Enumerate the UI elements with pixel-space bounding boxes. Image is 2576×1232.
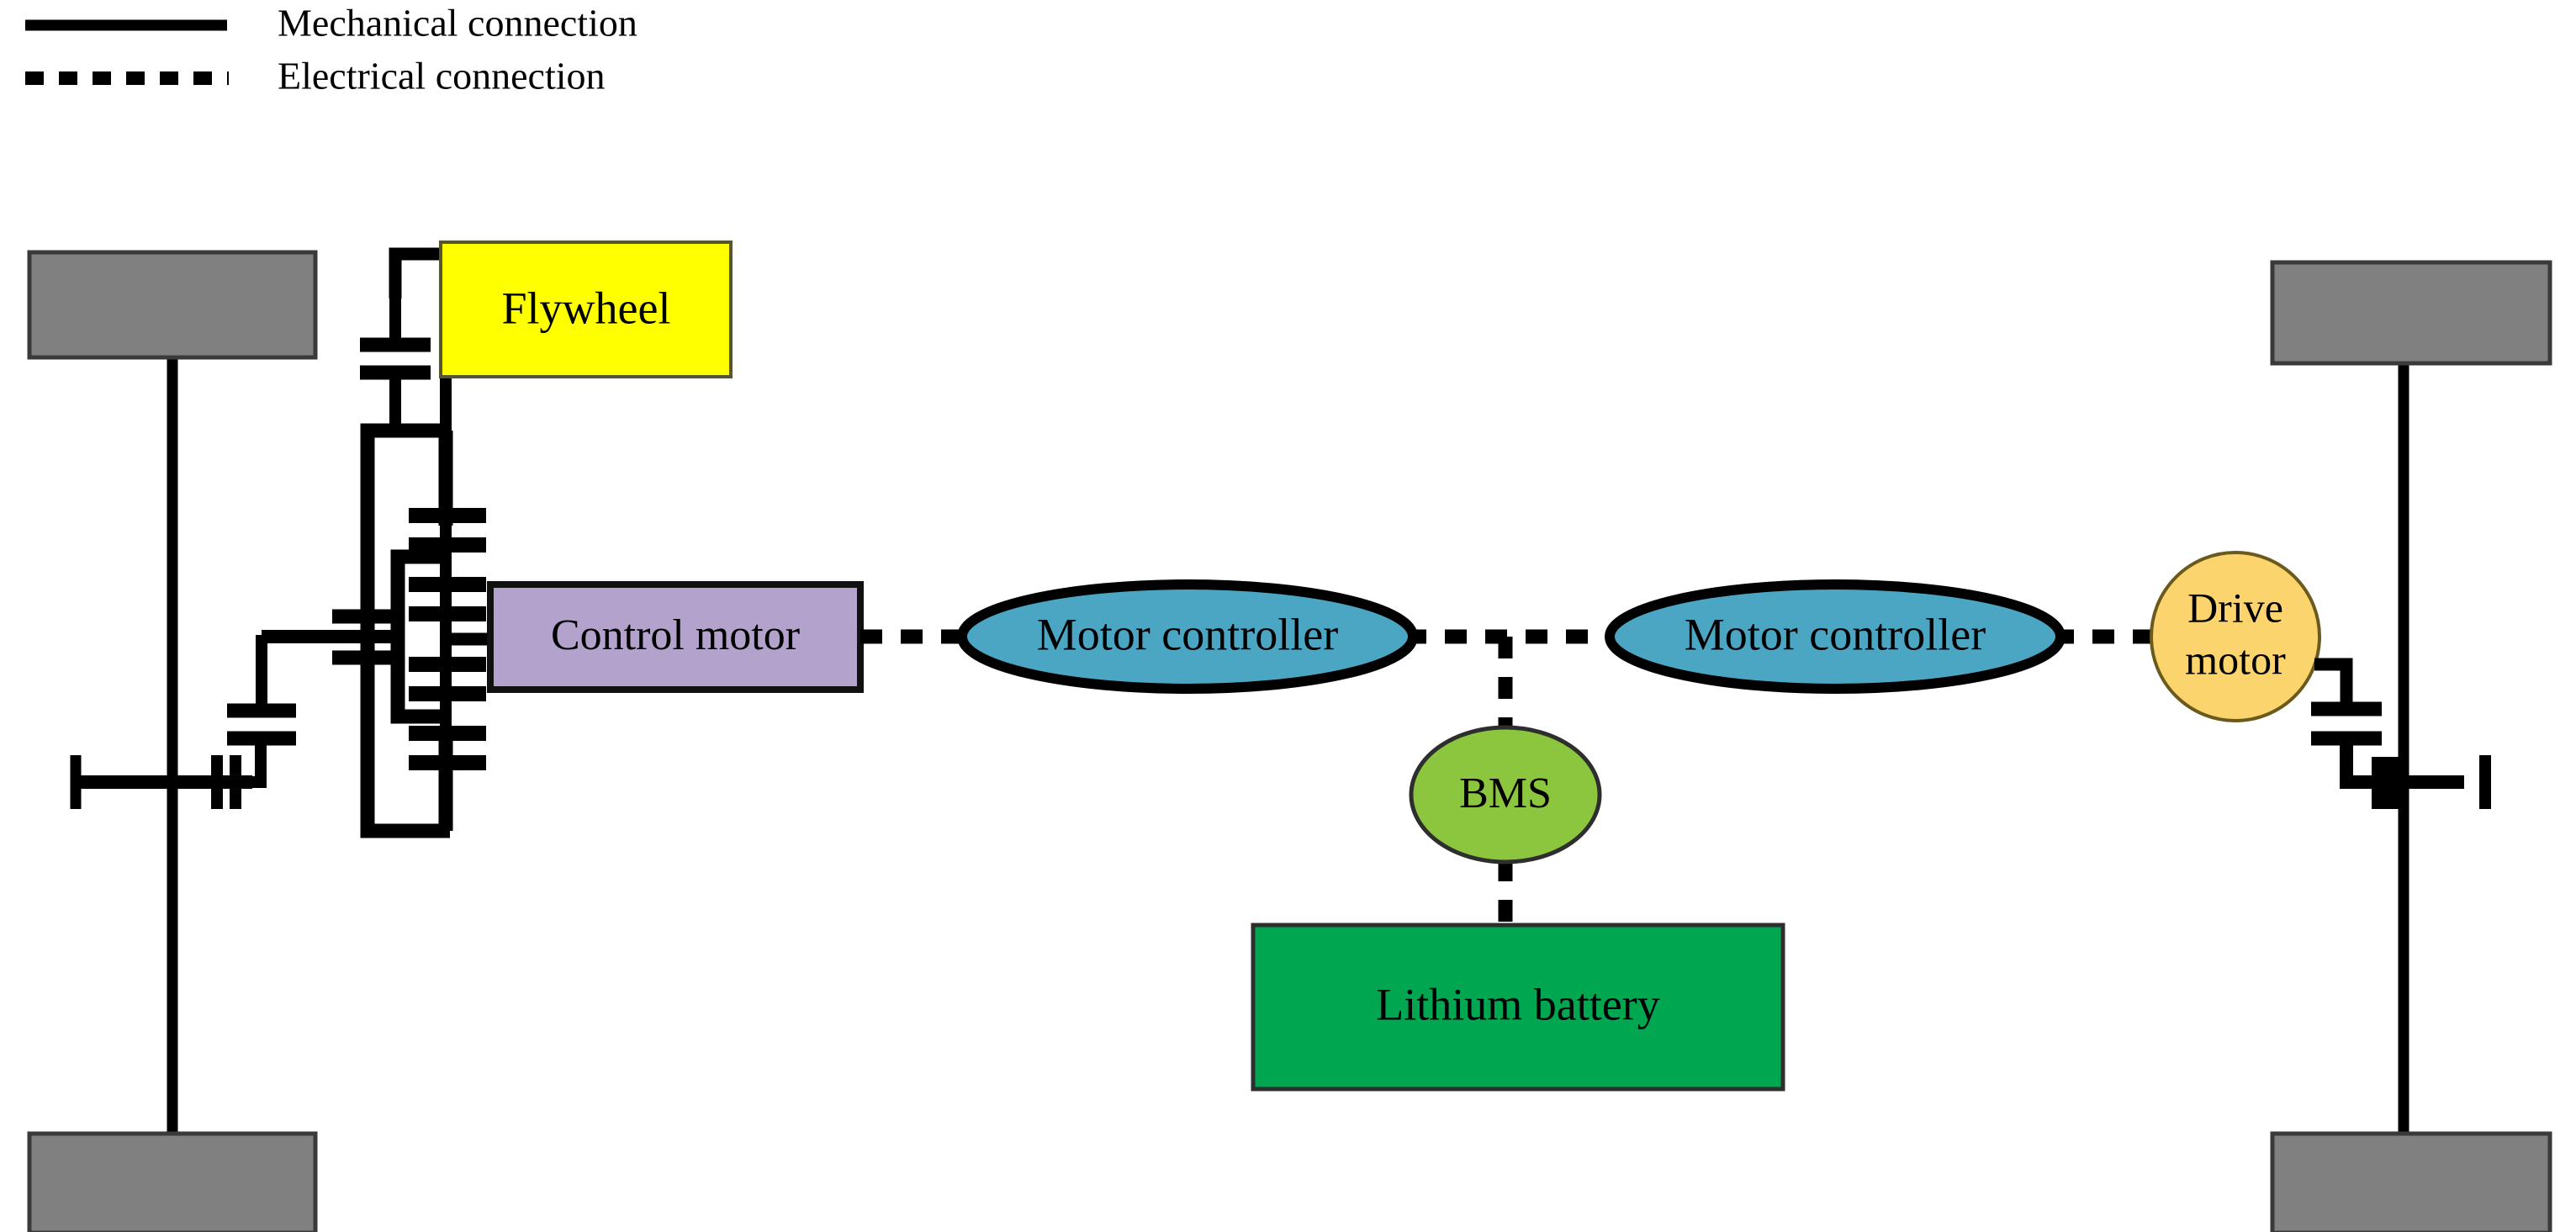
flywheel-label: Flywheel [502,283,671,333]
drive-motor-output-elbow [2314,658,2353,702]
wheel-rear-bottom [2270,1131,2552,1232]
motor-controller-1-label: Motor controller [1037,609,1338,659]
drive-motor-label-line2: motor [2185,636,2286,683]
node-motor-controller-2[interactable]: Motor controller [1605,579,2066,694]
front-bevel-riser [247,740,267,788]
drive-motor-circle[interactable] [2150,551,2321,722]
node-lithium-battery[interactable]: Lithium battery [1251,923,1785,1092]
flywheel-box[interactable] [439,241,733,378]
wheel-front-bottom [27,1131,318,1232]
flywheel-drive-branch [360,247,452,431]
bms-ellipse[interactable] [1409,725,1602,865]
lithium-battery-box[interactable] [1251,923,1785,1092]
wheel-rear-top [2270,260,2552,366]
control-motor-label: Control motor [551,611,800,659]
lithium-battery-label: Lithium battery [1376,979,1659,1029]
bms-label: BMS [1459,769,1552,817]
rear-gear-to-differential [2340,738,2464,789]
rear-differential-node [2372,757,2404,809]
wheel-front-top [27,250,318,360]
legend-label-electrical: Electrical connection [278,55,606,98]
legend: Mechanical connection Electrical connect… [25,2,637,98]
rear-axle-assembly [2311,353,2491,1135]
motor-controller-2-label: Motor controller [1685,609,1986,659]
node-bms[interactable]: BMS [1409,725,1602,865]
motor-controller-1-ellipse[interactable] [957,579,1418,694]
node-control-motor[interactable]: Control motor [487,581,864,693]
motor-controller-2-ellipse[interactable] [1605,579,2066,694]
legend-label-mechanical: Mechanical connection [278,2,637,45]
electrical-bus [860,629,2151,930]
drive-motor-label-line1: Drive [2187,584,2283,631]
planetary-gearset [262,370,496,838]
node-drive-motor[interactable]: Drive motor [2150,551,2321,722]
flywheel-elbow [389,247,439,299]
front-axle-assembly [70,353,296,1135]
node-motor-controller-1[interactable]: Motor controller [957,579,1418,694]
node-flywheel[interactable]: Flywheel [439,241,733,378]
